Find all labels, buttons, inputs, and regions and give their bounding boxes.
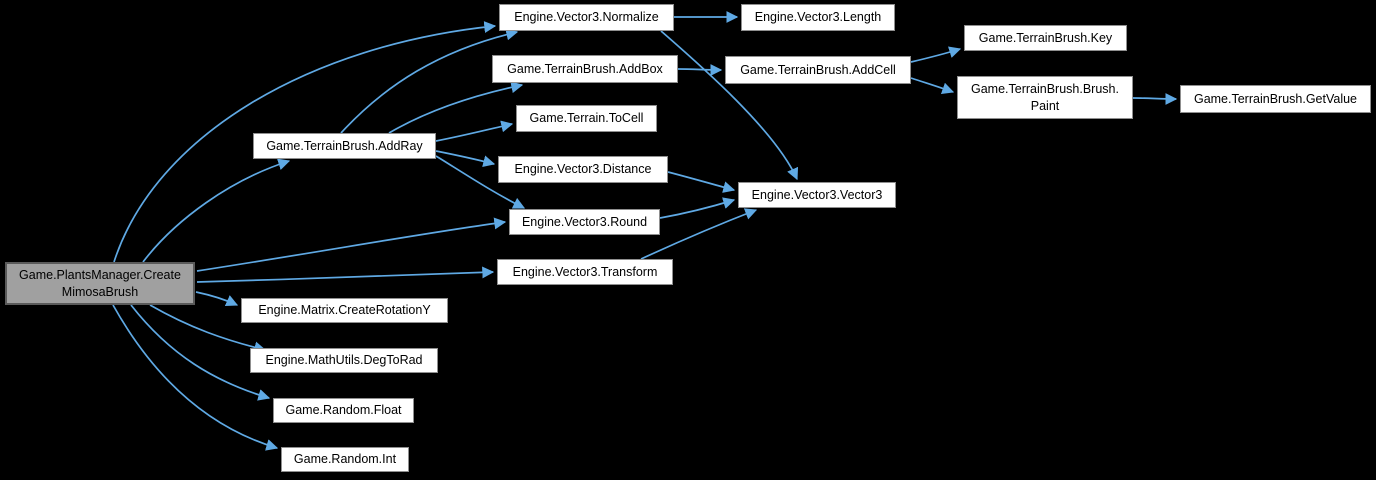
edge-terrainbrush-addray-to-vector3-normalize xyxy=(340,28,519,134)
node-terrainbrush-addbox[interactable]: Game.TerrainBrush.AddBox xyxy=(492,55,678,83)
node-label: Game.TerrainBrush.AddCell xyxy=(740,62,896,77)
edge-terrainbrush-addcell-to-terrainbrush-brush-paint xyxy=(910,77,955,95)
node-random-int[interactable]: Game.Random.Int xyxy=(281,447,409,472)
node-terrainbrush-addray[interactable]: Game.TerrainBrush.AddRay xyxy=(253,133,436,159)
node-terrain-tocell[interactable]: Game.Terrain.ToCell xyxy=(516,105,657,132)
node-label: Game.TerrainBrush.AddBox xyxy=(507,61,663,76)
node-vector3-length[interactable]: Engine.Vector3.Length xyxy=(741,4,895,31)
edge-terrainbrush-addray-to-terrain-tocell xyxy=(435,120,514,142)
node-label: Engine.Matrix.CreateRotationY xyxy=(258,303,431,318)
node-terrainbrush-addcell[interactable]: Game.TerrainBrush.AddCell xyxy=(725,56,911,84)
edge-terrainbrush-addray-to-vector3-distance xyxy=(435,150,496,168)
node-label: Game.Random.Float xyxy=(285,403,402,418)
edge-create-mimosa-brush-to-matrix-createrotationy xyxy=(195,291,239,306)
node-label: Game.PlantsManager.Create xyxy=(19,268,181,283)
node-label: Engine.Vector3.Vector3 xyxy=(751,187,883,202)
node-label: Game.TerrainBrush.GetValue xyxy=(1193,91,1358,106)
node-mathutils-degtorad[interactable]: Engine.MathUtils.DegToRad xyxy=(250,348,438,373)
edge-terrainbrush-brush-paint-to-terrainbrush-getvalue xyxy=(1132,93,1178,105)
edge-terrainbrush-addbox-to-terrainbrush-addcell xyxy=(677,64,723,76)
node-label: Engine.Vector3.Transform xyxy=(512,264,658,279)
edge-terrainbrush-addray-to-terrainbrush-addbox xyxy=(388,81,524,134)
edge-terrainbrush-addray-to-vector3-round xyxy=(435,155,526,209)
node-terrainbrush-key[interactable]: Game.TerrainBrush.Key xyxy=(964,25,1127,51)
node-vector3-normalize[interactable]: Engine.Vector3.Normalize xyxy=(499,4,674,31)
node-terrainbrush-getvalue[interactable]: Game.TerrainBrush.GetValue xyxy=(1180,85,1371,113)
node-label: Paint xyxy=(1030,98,1060,113)
edge-create-mimosa-brush-to-random-int xyxy=(112,304,279,451)
node-terrainbrush-brush-paint[interactable]: Game.TerrainBrush.Brush.Paint xyxy=(957,76,1133,119)
node-vector3-transform[interactable]: Engine.Vector3.Transform xyxy=(497,259,673,285)
edge-create-mimosa-brush-to-vector3-normalize xyxy=(113,21,497,263)
node-matrix-createrotationy[interactable]: Engine.Matrix.CreateRotationY xyxy=(241,298,448,323)
node-label: MimosaBrush xyxy=(61,284,139,299)
node-vector3-vector3[interactable]: Engine.Vector3.Vector3 xyxy=(738,182,896,208)
node-label: Engine.Vector3.Normalize xyxy=(514,10,659,25)
edge-vector3-normalize-to-vector3-vector3 xyxy=(660,30,799,181)
edge-vector3-transform-to-vector3-vector3 xyxy=(640,208,758,260)
edge-create-mimosa-brush-to-mathutils-degtorad xyxy=(149,304,267,354)
node-label: Game.TerrainBrush.AddRay xyxy=(266,138,423,153)
edge-vector3-round-to-vector3-vector3 xyxy=(659,197,736,219)
node-label: Engine.Vector3.Round xyxy=(521,214,648,229)
node-vector3-round[interactable]: Engine.Vector3.Round xyxy=(509,209,660,235)
node-vector3-distance[interactable]: Engine.Vector3.Distance xyxy=(498,156,668,183)
edge-create-mimosa-brush-to-random-float xyxy=(130,304,271,401)
node-label: Game.TerrainBrush.Brush. xyxy=(971,82,1119,97)
edge-create-mimosa-brush-to-vector3-round xyxy=(196,217,507,272)
node-label: Game.Terrain.ToCell xyxy=(529,111,644,126)
edge-create-mimosa-brush-to-terrainbrush-addray xyxy=(142,158,291,263)
node-label: Engine.Vector3.Distance xyxy=(514,162,652,177)
edge-vector3-distance-to-vector3-vector3 xyxy=(667,171,736,193)
node-label: Engine.MathUtils.DegToRad xyxy=(265,353,423,368)
node-label: Engine.Vector3.Length xyxy=(754,10,882,25)
edges xyxy=(112,11,1178,451)
node-random-float[interactable]: Game.Random.Float xyxy=(273,398,414,423)
edge-create-mimosa-brush-to-vector3-transform xyxy=(196,266,495,283)
node-label: Game.TerrainBrush.Key xyxy=(978,30,1113,45)
edge-terrainbrush-addcell-to-terrainbrush-key xyxy=(910,46,962,63)
node-label: Game.Random.Int xyxy=(293,452,397,467)
